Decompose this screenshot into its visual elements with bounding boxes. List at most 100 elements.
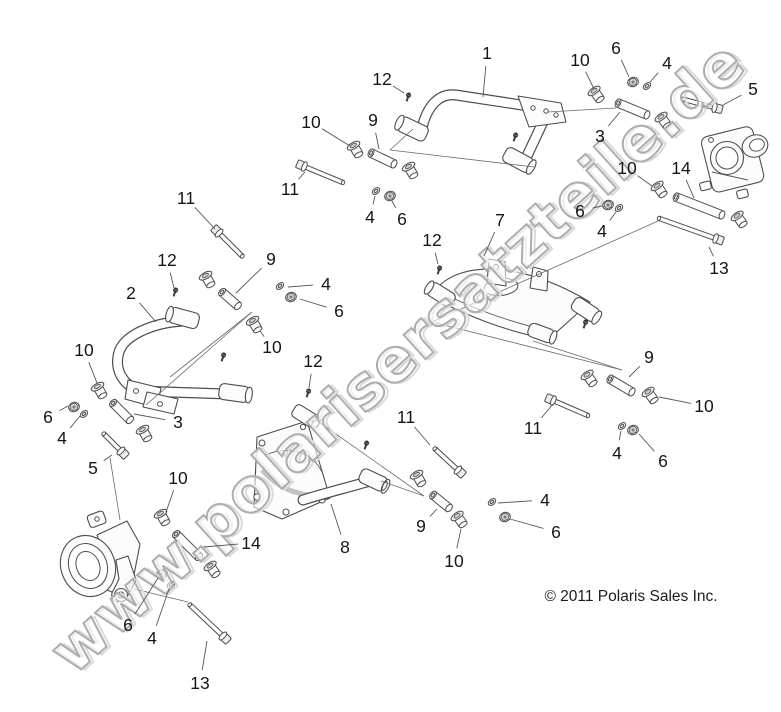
- grease-fitting-part-12: [436, 265, 443, 275]
- callout-leader-6: [391, 200, 397, 208]
- callout-number-5: 5: [88, 458, 98, 478]
- guide-line: [547, 107, 617, 113]
- callout-number-13: 13: [709, 258, 728, 278]
- bushing-part-10: [641, 386, 659, 405]
- callout-number-6: 6: [575, 201, 585, 221]
- callout-leader-11: [194, 207, 216, 230]
- washer-part-4: [614, 204, 624, 212]
- callout-leader-11: [540, 403, 554, 419]
- callout-leader-12: [169, 272, 175, 289]
- callout-number-14: 14: [671, 158, 691, 178]
- bushing-part-10: [450, 510, 468, 529]
- callout-number-4: 4: [147, 628, 157, 648]
- callout-leader-6: [134, 577, 159, 615]
- callout-number-4: 4: [540, 490, 550, 510]
- callout-leader-6: [59, 405, 69, 412]
- copyright-text: © 2011 Polaris Sales Inc.: [544, 588, 717, 605]
- guide-line: [315, 419, 425, 497]
- callout-leader-4: [618, 430, 622, 441]
- callout-leader-9: [628, 365, 641, 378]
- callout-number-10: 10: [617, 158, 637, 178]
- guide-line: [380, 480, 425, 497]
- grease-fitting-part-12: [305, 388, 312, 398]
- callout-leader-4: [155, 588, 170, 626]
- callout-leader-9: [235, 267, 262, 294]
- callout-number-12: 12: [422, 230, 441, 250]
- bushing-part-10: [587, 85, 605, 104]
- callout-number-6: 6: [334, 301, 344, 321]
- flange-nut-part-6: [499, 511, 511, 523]
- callout-number-10: 10: [694, 396, 714, 416]
- callout-number-12: 12: [372, 69, 391, 89]
- callout-number-10: 10: [570, 50, 590, 70]
- bolt-part-11: [544, 393, 591, 419]
- grease-fitting-part-12: [363, 440, 370, 450]
- spacer-tube-part-14: [672, 192, 726, 220]
- callout-number-4: 4: [597, 221, 607, 241]
- callout-number-9: 9: [368, 110, 378, 130]
- callout-leader-12: [434, 252, 439, 265]
- bushing-part-10: [580, 369, 598, 388]
- guide-line: [169, 311, 253, 378]
- spacer-tube-part-14: [171, 529, 204, 562]
- callout-leader-13: [708, 246, 714, 257]
- callout-leader-6: [620, 59, 630, 78]
- callout-leader-4: [649, 72, 659, 83]
- guide-line: [389, 149, 535, 168]
- callout-number-3: 3: [173, 412, 183, 432]
- callout-leader-8: [330, 503, 342, 535]
- guide-line: [145, 311, 253, 406]
- callout-number-10: 10: [168, 468, 188, 488]
- callout-leader-13: [201, 640, 208, 671]
- washer-part-4: [166, 581, 176, 589]
- callout-number-6: 6: [123, 615, 133, 635]
- grease-fitting-part-12: [172, 287, 179, 297]
- guide-line: [431, 220, 659, 323]
- callout-leader-6: [638, 433, 655, 452]
- bolt-part-13: [187, 602, 232, 645]
- callout-leader-14: [685, 179, 695, 199]
- callout-number-4: 4: [57, 428, 67, 448]
- callout-number-10: 10: [301, 112, 321, 132]
- callout-number-2: 2: [126, 283, 136, 303]
- callout-leader-4: [609, 211, 617, 221]
- grease-fitting-part-12: [582, 319, 589, 329]
- bushing-part-10: [198, 270, 216, 289]
- control-arm-upper-rear: [423, 258, 603, 345]
- guide-line: [431, 321, 623, 371]
- flange-nut-part-6: [627, 76, 639, 88]
- guide-line: [109, 457, 121, 521]
- callout-number-6: 6: [551, 522, 561, 542]
- spacer-tube-part-3: [108, 398, 135, 425]
- callout-number-11: 11: [177, 188, 195, 208]
- assembly-guide-lines: [109, 107, 659, 603]
- callout-leader-3: [607, 111, 621, 127]
- grease-fitting-part-12: [405, 92, 412, 102]
- callout-leader-10: [456, 528, 462, 549]
- callout-number-9: 9: [266, 249, 276, 269]
- bushing-part-10: [346, 140, 364, 159]
- callout-leader-12: [308, 373, 312, 389]
- callout-leader-10: [658, 396, 692, 404]
- callout-number-6: 6: [611, 38, 621, 58]
- callout-leader-6: [509, 518, 544, 529]
- callout-leader-9: [429, 508, 438, 517]
- flange-nut-part-6: [627, 424, 639, 436]
- callout-leader-6: [592, 205, 603, 209]
- callout-number-6: 6: [43, 407, 53, 427]
- callout-number-6: 6: [658, 451, 668, 471]
- callout-leader-3: [133, 413, 166, 421]
- washer-part-4: [642, 82, 652, 90]
- callout-leader-14: [203, 543, 239, 548]
- grease-fitting-part-12: [220, 352, 227, 362]
- bushing-part-10: [650, 180, 668, 199]
- bolt-part-11: [295, 159, 346, 186]
- guide-line: [532, 340, 623, 371]
- callout-number-10: 10: [262, 337, 282, 357]
- flange-nut-part-6: [384, 190, 396, 202]
- spacer-tube-part-9: [429, 490, 453, 513]
- flange-nut-part-6: [68, 401, 80, 413]
- callout-number-1: 1: [482, 43, 492, 63]
